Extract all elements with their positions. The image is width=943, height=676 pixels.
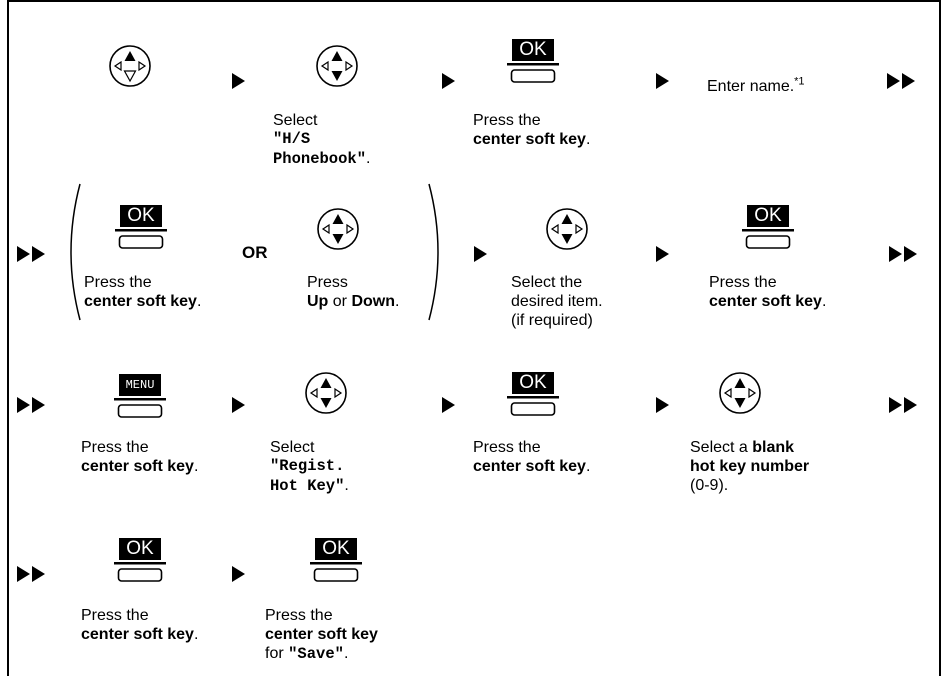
ok-soft-key-icon: OK bbox=[114, 204, 168, 249]
nav-key-icon bbox=[316, 45, 358, 87]
double-arrow-right-icon bbox=[889, 397, 917, 413]
option-name: Phonebook" bbox=[273, 150, 367, 168]
menu-soft-key-icon: MENU bbox=[113, 373, 167, 418]
soft-key-label: OK bbox=[519, 39, 547, 60]
step-text: center soft key. bbox=[81, 626, 199, 643]
step-text: Press the bbox=[84, 274, 152, 291]
ok-soft-key-icon: OK bbox=[741, 204, 795, 249]
nav-key-icon bbox=[305, 372, 347, 414]
step-text: "H/S bbox=[273, 130, 311, 148]
step-text: (if required) bbox=[511, 312, 593, 329]
arrow-right-icon bbox=[232, 73, 245, 89]
step-text: Select bbox=[270, 439, 315, 456]
nav-key-icon bbox=[109, 45, 151, 87]
ok-soft-key-icon: OK bbox=[506, 38, 560, 83]
right-parenthesis bbox=[428, 183, 439, 321]
soft-key-label: MENU bbox=[125, 378, 155, 392]
arrow-right-icon bbox=[474, 246, 487, 262]
ok-soft-key-icon: OK bbox=[113, 537, 167, 582]
step-text: Press the bbox=[81, 607, 149, 624]
double-arrow-right-icon bbox=[17, 566, 45, 582]
soft-key-label: OK bbox=[322, 538, 350, 559]
step-text: "Regist. bbox=[270, 457, 345, 475]
step-text: Phonebook". bbox=[273, 150, 371, 168]
step-text: center soft key. bbox=[473, 458, 591, 475]
arrow-right-icon bbox=[656, 397, 669, 413]
step-text: desired item. bbox=[511, 293, 603, 310]
step-text: Select the bbox=[511, 274, 583, 291]
ok-soft-key-icon: OK bbox=[506, 371, 560, 416]
step-text: center soft key. bbox=[709, 293, 827, 310]
arrow-right-icon bbox=[442, 73, 455, 89]
ok-soft-key-icon: OK bbox=[309, 537, 363, 582]
arrow-right-icon bbox=[232, 566, 245, 582]
step-text: Press the bbox=[473, 439, 541, 456]
step-text: (0-9). bbox=[690, 477, 729, 494]
footnote-marker: *1 bbox=[794, 75, 805, 88]
step-text: Select a blank bbox=[690, 439, 795, 456]
step-text: Press the bbox=[709, 274, 777, 291]
arrow-right-icon bbox=[656, 73, 669, 89]
step-text: Press the bbox=[81, 439, 149, 456]
nav-key-icon bbox=[719, 372, 761, 414]
or-label: OR bbox=[242, 243, 268, 262]
step-text: Select bbox=[273, 112, 318, 129]
step-text: center soft key. bbox=[81, 458, 199, 475]
arrow-right-icon bbox=[232, 397, 245, 413]
step-text: for "Save". bbox=[265, 645, 349, 663]
soft-key-label: OK bbox=[519, 372, 547, 393]
step-text: center soft key bbox=[265, 626, 378, 643]
double-arrow-right-icon bbox=[887, 73, 915, 89]
nav-key-icon bbox=[546, 208, 588, 250]
step-text: center soft key. bbox=[84, 293, 202, 310]
arrow-right-icon bbox=[442, 397, 455, 413]
diagram-frame bbox=[7, 0, 941, 676]
option-name: Hot Key" bbox=[270, 477, 345, 495]
double-arrow-right-icon bbox=[17, 246, 45, 262]
left-parenthesis bbox=[70, 183, 81, 321]
step-text: hot key number bbox=[690, 458, 810, 475]
step-text: Press bbox=[307, 274, 348, 291]
arrow-right-icon bbox=[656, 246, 669, 262]
step-text: center soft key. bbox=[473, 131, 591, 148]
step-text: Enter name.*1 bbox=[707, 75, 805, 95]
step-text: Press the bbox=[473, 112, 541, 129]
step-text: Up or Down. bbox=[307, 293, 400, 310]
step-text: Press the bbox=[265, 607, 333, 624]
soft-key-label: OK bbox=[126, 538, 154, 559]
soft-key-label: OK bbox=[754, 205, 782, 226]
double-arrow-right-icon bbox=[17, 397, 45, 413]
double-arrow-right-icon bbox=[889, 246, 917, 262]
step-text: Hot Key". bbox=[270, 477, 349, 495]
soft-key-label: OK bbox=[127, 205, 155, 226]
option-name: "Save" bbox=[288, 645, 344, 663]
nav-key-icon bbox=[317, 208, 359, 250]
